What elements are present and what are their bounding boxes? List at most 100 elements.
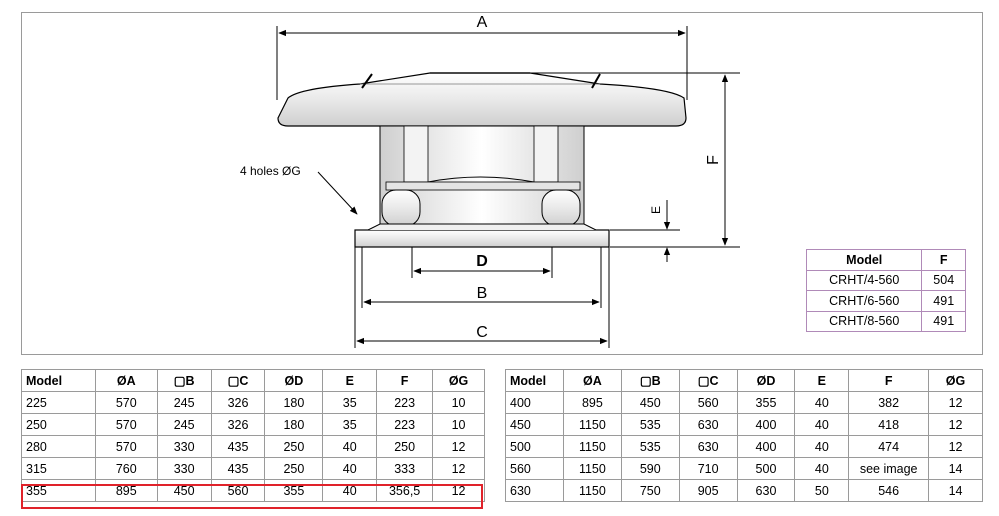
cell: 1150 [562,457,622,480]
cell: 50 [794,479,850,502]
table-header: Model ØA ▢B ▢C ØD E F ØG [21,369,485,392]
f-header-model: Model [805,249,923,271]
cell: 570 [94,413,158,436]
cell-model: 225 [21,391,96,414]
cell: 590 [620,457,680,480]
cell: 1150 [562,479,622,502]
cell: 40 [322,435,378,458]
cell: 250 [264,435,324,458]
cell: 326 [210,413,266,436]
cell: 35 [322,413,378,436]
cell: 355 [264,479,324,502]
table-row: 450 1150 535 630 400 40 418 12 [505,413,983,436]
dimension-f: F [530,72,740,248]
header-c: ▢C [678,369,738,392]
cell: 905 [678,479,738,502]
cell: 630 [736,479,796,502]
cell: 400 [736,413,796,436]
cell: 330 [156,457,212,480]
cell: 760 [94,457,158,480]
cell: 356,5 [376,479,434,502]
dimensions-table-left: Model ØA ▢B ▢C ØD E F ØG 225 570 245 326… [21,369,485,502]
cell: 12 [432,457,485,480]
header-f: F [376,369,434,392]
label-b: B [477,285,488,302]
cell: 40 [794,435,850,458]
cell: 40 [794,457,850,480]
cell: 223 [376,391,434,414]
cell-model: 250 [21,413,96,436]
f-cell: CRHT/4-560 [805,269,923,291]
header-model: Model [21,369,96,392]
fan-body [379,125,585,227]
cell: 12 [432,435,485,458]
header-a: ØA [94,369,158,392]
table-row: 630 1150 750 905 630 50 546 14 [505,479,983,502]
cell: 12 [928,391,983,414]
table-row-highlighted: 355 895 450 560 355 40 356,5 12 [21,479,485,502]
cell: 895 [94,479,158,502]
cell-model: 355 [21,479,96,502]
f-cell: CRHT/6-560 [805,290,923,312]
cell: 355 [736,391,796,414]
table-row: 400 895 450 560 355 40 382 12 [505,391,983,414]
dimension-e: E [610,200,680,262]
table-row: 560 1150 590 710 500 40 see image 14 [505,457,983,480]
header-a: ØA [562,369,622,392]
cell: 14 [928,457,983,480]
cell: 1150 [562,435,622,458]
table-row: CRHT/8-560 491 [805,310,966,332]
label-a: A [477,14,488,31]
cell: 12 [928,435,983,458]
cell: 180 [264,413,324,436]
table-row: 225 570 245 326 180 35 223 10 [21,391,485,414]
f-cell: 491 [921,290,966,312]
cell: 333 [376,457,434,480]
cell: 1150 [562,413,622,436]
table-row: 500 1150 535 630 400 40 474 12 [505,435,983,458]
table-row: 250 570 245 326 180 35 223 10 [21,413,485,436]
roof-hood [277,72,687,127]
cell: 245 [156,413,212,436]
cell: 450 [620,391,680,414]
label-d: D [476,253,488,270]
cell-model: 500 [505,435,564,458]
cell: 326 [210,391,266,414]
table-header: Model ØA ▢B ▢C ØD E F ØG [505,369,983,392]
header-g: ØG [928,369,983,392]
label-c: C [476,324,488,341]
cell: 450 [156,479,212,502]
cell: 710 [678,457,738,480]
label-e: E [649,206,663,214]
cell: 500 [736,457,796,480]
cell: 435 [210,457,266,480]
cell: 40 [794,413,850,436]
base-plate [354,223,610,248]
f-cell: CRHT/8-560 [805,310,923,332]
cell: 180 [264,391,324,414]
cell: 570 [94,391,158,414]
label-holes: 4 holes ØG [240,164,301,178]
f-value-table: Model F CRHT/4-560 504 CRHT/6-560 491 CR… [805,249,966,332]
table-row: CRHT/6-560 491 [805,290,966,312]
header-f: F [848,369,930,392]
cell: 895 [562,391,622,414]
header-e: E [322,369,378,392]
cell: 630 [678,435,738,458]
header-d: ØD [264,369,324,392]
cell: 10 [432,391,485,414]
cell: 474 [848,435,930,458]
cell: 250 [264,457,324,480]
f-header-f: F [921,249,966,271]
dimensions-table-right: Model ØA ▢B ▢C ØD E F ØG 400 895 450 560… [505,369,983,502]
header-c: ▢C [210,369,266,392]
cell: 245 [156,391,212,414]
table-row: 315 760 330 435 250 40 333 12 [21,457,485,480]
cell-model: 630 [505,479,564,502]
cell: 560 [678,391,738,414]
header-model: Model [505,369,564,392]
cell: 223 [376,413,434,436]
f-table-header: Model F [805,249,966,271]
cell: 40 [322,457,378,480]
cell: 630 [678,413,738,436]
